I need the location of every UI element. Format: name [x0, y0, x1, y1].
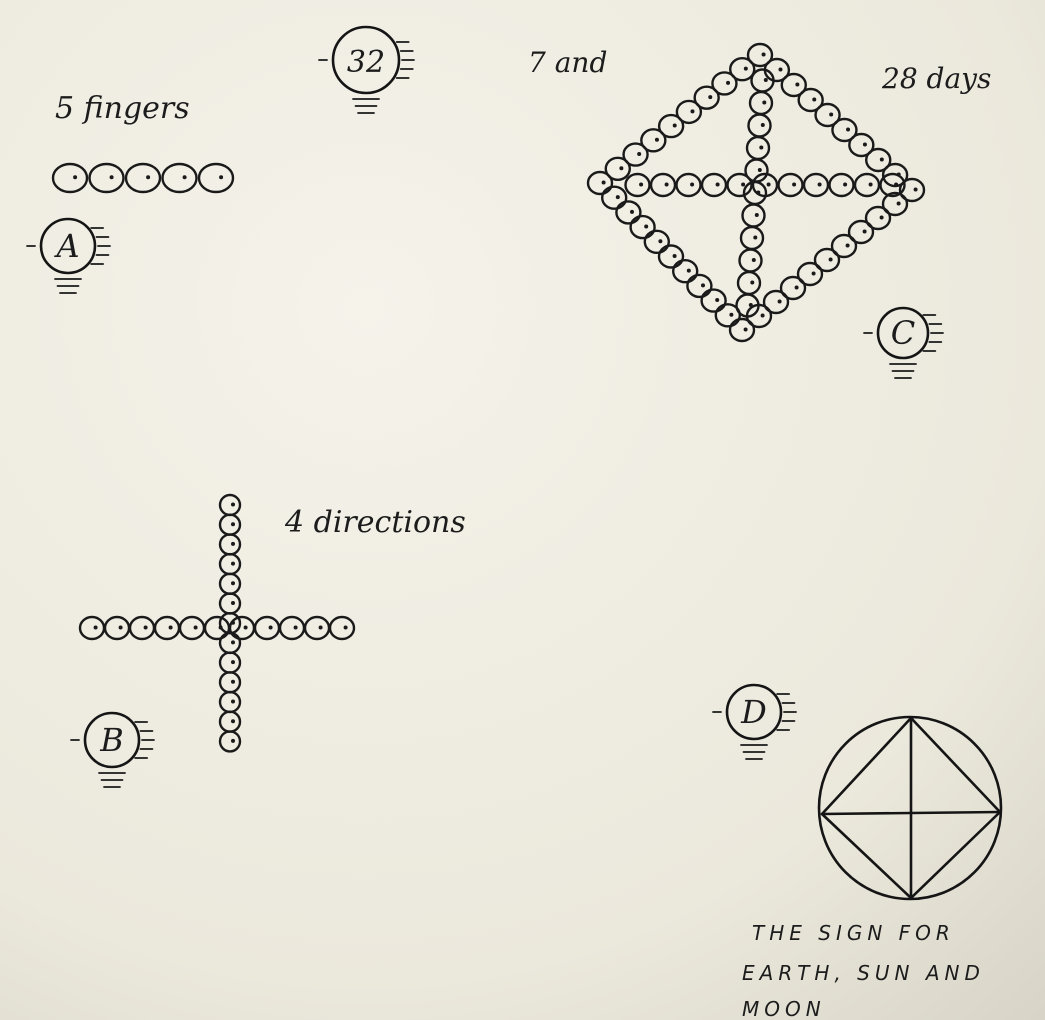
marker-b-letter: B: [99, 721, 124, 759]
marker-d-letter: D: [740, 693, 767, 731]
marker-thirty-two-letter: 32: [347, 45, 385, 80]
marker-c-letter: C: [891, 314, 915, 352]
label-twenty-eight-days: 28 days: [881, 62, 991, 95]
marker-a-letter: A: [53, 227, 79, 265]
label-four-directions: 4 directions: [284, 505, 466, 540]
label-five-fingers: 5 fingers: [55, 91, 190, 126]
label-sign-line-1: THE SIGN FOR: [752, 921, 955, 945]
label-seven-and: 7 and: [528, 46, 607, 79]
label-sign-line-2: EARTH, SUN AND: [742, 961, 985, 985]
label-sign-line-3: MOON: [742, 997, 826, 1020]
